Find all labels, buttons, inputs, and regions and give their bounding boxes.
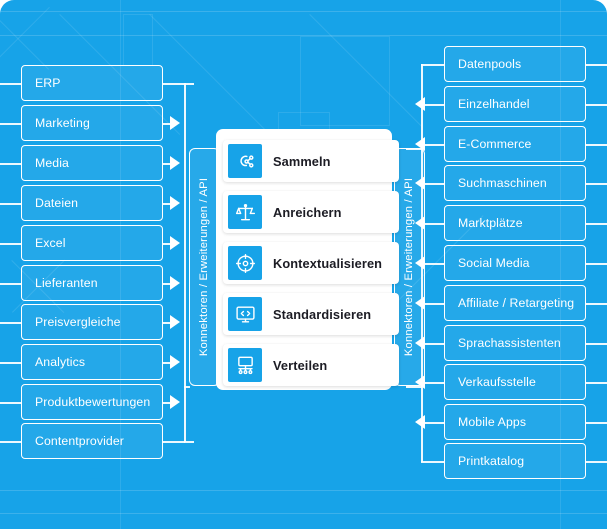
process-step-standardisieren[interactable]: Standardisieren: [223, 293, 399, 335]
process-step-label: Anreichern: [273, 204, 342, 220]
source-label: Preisvergleiche: [35, 315, 121, 329]
channel-label: Social Media: [458, 256, 530, 270]
monitor-network-icon: [228, 348, 262, 382]
channel-box-social-media[interactable]: Social Media: [444, 245, 586, 281]
channel-label: Suchmaschinen: [458, 176, 547, 190]
source-label: Excel: [35, 236, 66, 250]
scales-balance-icon: [228, 195, 262, 229]
source-box-marketing[interactable]: Marketing: [21, 105, 163, 141]
channel-box-mobile-apps[interactable]: Mobile Apps: [444, 404, 586, 440]
source-label: Contentprovider: [35, 434, 124, 448]
channel-label: Sprachassistenten: [458, 336, 561, 350]
source-box-media[interactable]: Media: [21, 145, 163, 181]
channel-box-verkaufsstelle[interactable]: Verkaufsstelle: [444, 364, 586, 400]
channel-box-sprachassistenten[interactable]: Sprachassistenten: [444, 325, 586, 361]
source-box-analytics[interactable]: Analytics: [21, 344, 163, 380]
connector-bar-left-label: Konnektoren / Erweiterungen / API: [198, 177, 211, 357]
source-label: Lieferanten: [35, 276, 98, 290]
source-box-produktbewertungen[interactable]: Produktbewertungen: [21, 384, 163, 420]
process-step-label: Kontextualisieren: [273, 255, 383, 271]
connector-bar-right-label: Konnektoren / Erweiterungen / API: [403, 177, 416, 357]
crosshair-target-icon: [228, 246, 262, 280]
monitor-code-icon: [228, 297, 262, 331]
source-box-erp[interactable]: ERP: [21, 65, 163, 101]
source-label: ERP: [35, 76, 61, 90]
source-box-lieferanten[interactable]: Lieferanten: [21, 265, 163, 301]
source-label: Produktbewertungen: [35, 395, 151, 409]
process-step-verteilen[interactable]: Verteilen: [223, 344, 399, 386]
source-label: Analytics: [35, 355, 86, 369]
source-label: Dateien: [35, 196, 79, 210]
channel-label: Einzelhandel: [458, 97, 530, 111]
channel-box-affiliate-retargeting[interactable]: Affiliate / Retargeting: [444, 285, 586, 321]
channel-label: Datenpools: [458, 57, 522, 71]
source-box-preisvergleiche[interactable]: Preisvergleiche: [21, 304, 163, 340]
process-panel: Sammeln Anreichern Kontex: [216, 129, 399, 390]
process-step-kontextualisieren[interactable]: Kontextualisieren: [223, 242, 399, 284]
channel-box-einzelhandel[interactable]: Einzelhandel: [444, 86, 586, 122]
channel-label: Verkaufsstelle: [458, 375, 536, 389]
collect-share-icon: [228, 144, 262, 178]
channel-label: Marktplätze: [458, 216, 523, 230]
source-box-contentprovider[interactable]: Contentprovider: [21, 423, 163, 459]
source-label: Marketing: [35, 116, 90, 130]
source-label: Media: [35, 156, 69, 170]
process-step-label: Verteilen: [273, 357, 328, 373]
channel-label: Affiliate / Retargeting: [458, 296, 575, 310]
process-step-label: Standardisieren: [273, 306, 372, 322]
channel-box-printkatalog[interactable]: Printkatalog: [444, 443, 586, 479]
channel-label: Printkatalog: [458, 454, 525, 468]
channel-box-marktplaetze[interactable]: Marktplätze: [444, 205, 586, 241]
process-step-sammeln[interactable]: Sammeln: [223, 140, 399, 182]
channel-label: E-Commerce: [458, 137, 532, 151]
channel-box-e-commerce[interactable]: E-Commerce: [444, 126, 586, 162]
source-box-dateien[interactable]: Dateien: [21, 185, 163, 221]
channel-box-datenpools[interactable]: Datenpools: [444, 46, 586, 82]
connector-bar-right[interactable]: Konnektoren / Erweiterungen / API: [394, 148, 425, 386]
source-box-excel[interactable]: Excel: [21, 225, 163, 261]
channel-label: Mobile Apps: [458, 415, 527, 429]
process-step-label: Sammeln: [273, 153, 331, 169]
process-step-anreichern[interactable]: Anreichern: [223, 191, 399, 233]
channel-box-suchmaschinen[interactable]: Suchmaschinen: [444, 165, 586, 201]
